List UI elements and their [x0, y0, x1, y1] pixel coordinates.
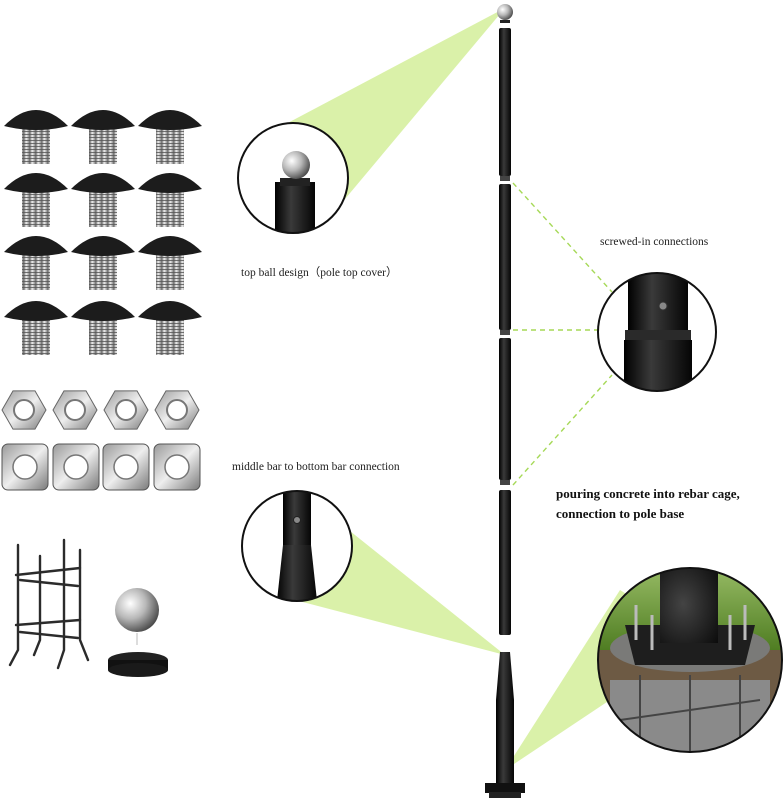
label-middle-bottom: middle bar to bottom bar connection — [232, 461, 400, 473]
spare-top-ball — [115, 588, 159, 645]
rebar-cage — [8, 538, 90, 670]
washer-set — [1, 443, 201, 491]
square-washer — [102, 443, 150, 491]
pole-top-cap — [108, 652, 168, 677]
pole-section-1 — [499, 28, 511, 176]
pole-base-plate — [485, 783, 525, 793]
hex-nut — [154, 390, 200, 430]
pole-top-ball — [497, 4, 513, 20]
screw — [4, 110, 68, 164]
pole-section-2 — [499, 184, 511, 330]
label-screwed: screwed-in connections — [600, 236, 709, 248]
screw — [138, 301, 202, 355]
screw-set — [4, 110, 202, 355]
flagpole — [485, 4, 525, 798]
label-concrete-line2: connection to pole base — [556, 506, 685, 521]
screw — [71, 301, 135, 355]
screw — [71, 236, 135, 290]
square-washer — [1, 443, 49, 491]
screw — [4, 173, 68, 227]
dashed-connectors — [512, 182, 613, 486]
screw — [138, 236, 202, 290]
nut-set — [1, 390, 200, 430]
square-washer — [153, 443, 201, 491]
label-concrete-line1: pouring concrete into rebar cage, — [556, 486, 740, 501]
detail-circle-middle-bottom — [241, 490, 353, 602]
screw — [4, 236, 68, 290]
pole-section-4 — [499, 490, 511, 635]
detail-circle-ground — [597, 567, 783, 753]
pole-section-3 — [499, 338, 511, 480]
detail-circle-screwed — [597, 272, 717, 392]
hex-nut — [1, 390, 47, 430]
screw — [71, 110, 135, 164]
label-top-ball: top ball design（pole top cover） — [241, 267, 398, 279]
screw — [71, 173, 135, 227]
hex-nut — [103, 390, 149, 430]
screw — [4, 301, 68, 355]
pole-base-section — [496, 652, 514, 783]
square-washer — [52, 443, 100, 491]
screw — [138, 173, 202, 227]
screw — [138, 110, 202, 164]
detail-circle-top-ball — [237, 122, 349, 234]
hex-nut — [52, 390, 98, 430]
